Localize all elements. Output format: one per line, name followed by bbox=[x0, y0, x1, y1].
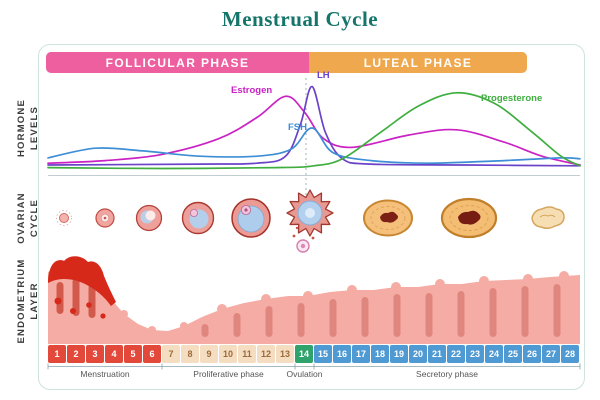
day-cell-2: 2 bbox=[67, 345, 85, 363]
day-cell-10: 10 bbox=[219, 345, 237, 363]
day-cell-24: 24 bbox=[485, 345, 503, 363]
day-cell-14: 14 bbox=[295, 345, 313, 363]
day-cell-7: 7 bbox=[162, 345, 180, 363]
lh-curve-label: LH bbox=[317, 70, 330, 81]
day-cell-23: 23 bbox=[466, 345, 484, 363]
day-cell-3: 3 bbox=[86, 345, 104, 363]
day-cell-15: 15 bbox=[314, 345, 332, 363]
day-cell-28: 28 bbox=[561, 345, 579, 363]
luteal-phase-banner: LUTEAL PHASE bbox=[309, 52, 527, 73]
day-cell-17: 17 bbox=[352, 345, 370, 363]
follicular-phase-banner: FOLLICULAR PHASE bbox=[46, 52, 309, 73]
day-cell-18: 18 bbox=[371, 345, 389, 363]
day-cell-12: 12 bbox=[257, 345, 275, 363]
fsh-curve-label: FSH bbox=[288, 122, 307, 133]
day-cell-21: 21 bbox=[428, 345, 446, 363]
estrogen-curve-label: Estrogen bbox=[231, 85, 273, 96]
day-cell-1: 1 bbox=[48, 345, 66, 363]
day-cell-6: 6 bbox=[143, 345, 161, 363]
day-cell-4: 4 bbox=[105, 345, 123, 363]
day-cell-25: 25 bbox=[504, 345, 522, 363]
page-title: Menstrual Cycle bbox=[221, 7, 379, 31]
phase-label-menstruation: Menstruation bbox=[80, 369, 130, 379]
day-cell-20: 20 bbox=[409, 345, 427, 363]
phase-label-ovulation: Ovulation bbox=[286, 369, 323, 379]
phase-label-secretory-phase: Secretory phase bbox=[416, 369, 478, 379]
progesterone-curve-label: Progesterone bbox=[481, 93, 543, 104]
day-cell-22: 22 bbox=[447, 345, 465, 363]
endometrium-layer-axis-label: ENDOMETRIUM LAYER bbox=[16, 258, 40, 344]
day-cell-8: 8 bbox=[181, 345, 199, 363]
day-cell-19: 19 bbox=[390, 345, 408, 363]
day-cell-26: 26 bbox=[523, 345, 541, 363]
day-cell-16: 16 bbox=[333, 345, 351, 363]
day-cell-9: 9 bbox=[200, 345, 218, 363]
day-cell-13: 13 bbox=[276, 345, 294, 363]
phase-label-proliferative-phase: Proliferative phase bbox=[193, 369, 264, 379]
day-cell-27: 27 bbox=[542, 345, 560, 363]
day-cell-11: 11 bbox=[238, 345, 256, 363]
day-cell-5: 5 bbox=[124, 345, 142, 363]
